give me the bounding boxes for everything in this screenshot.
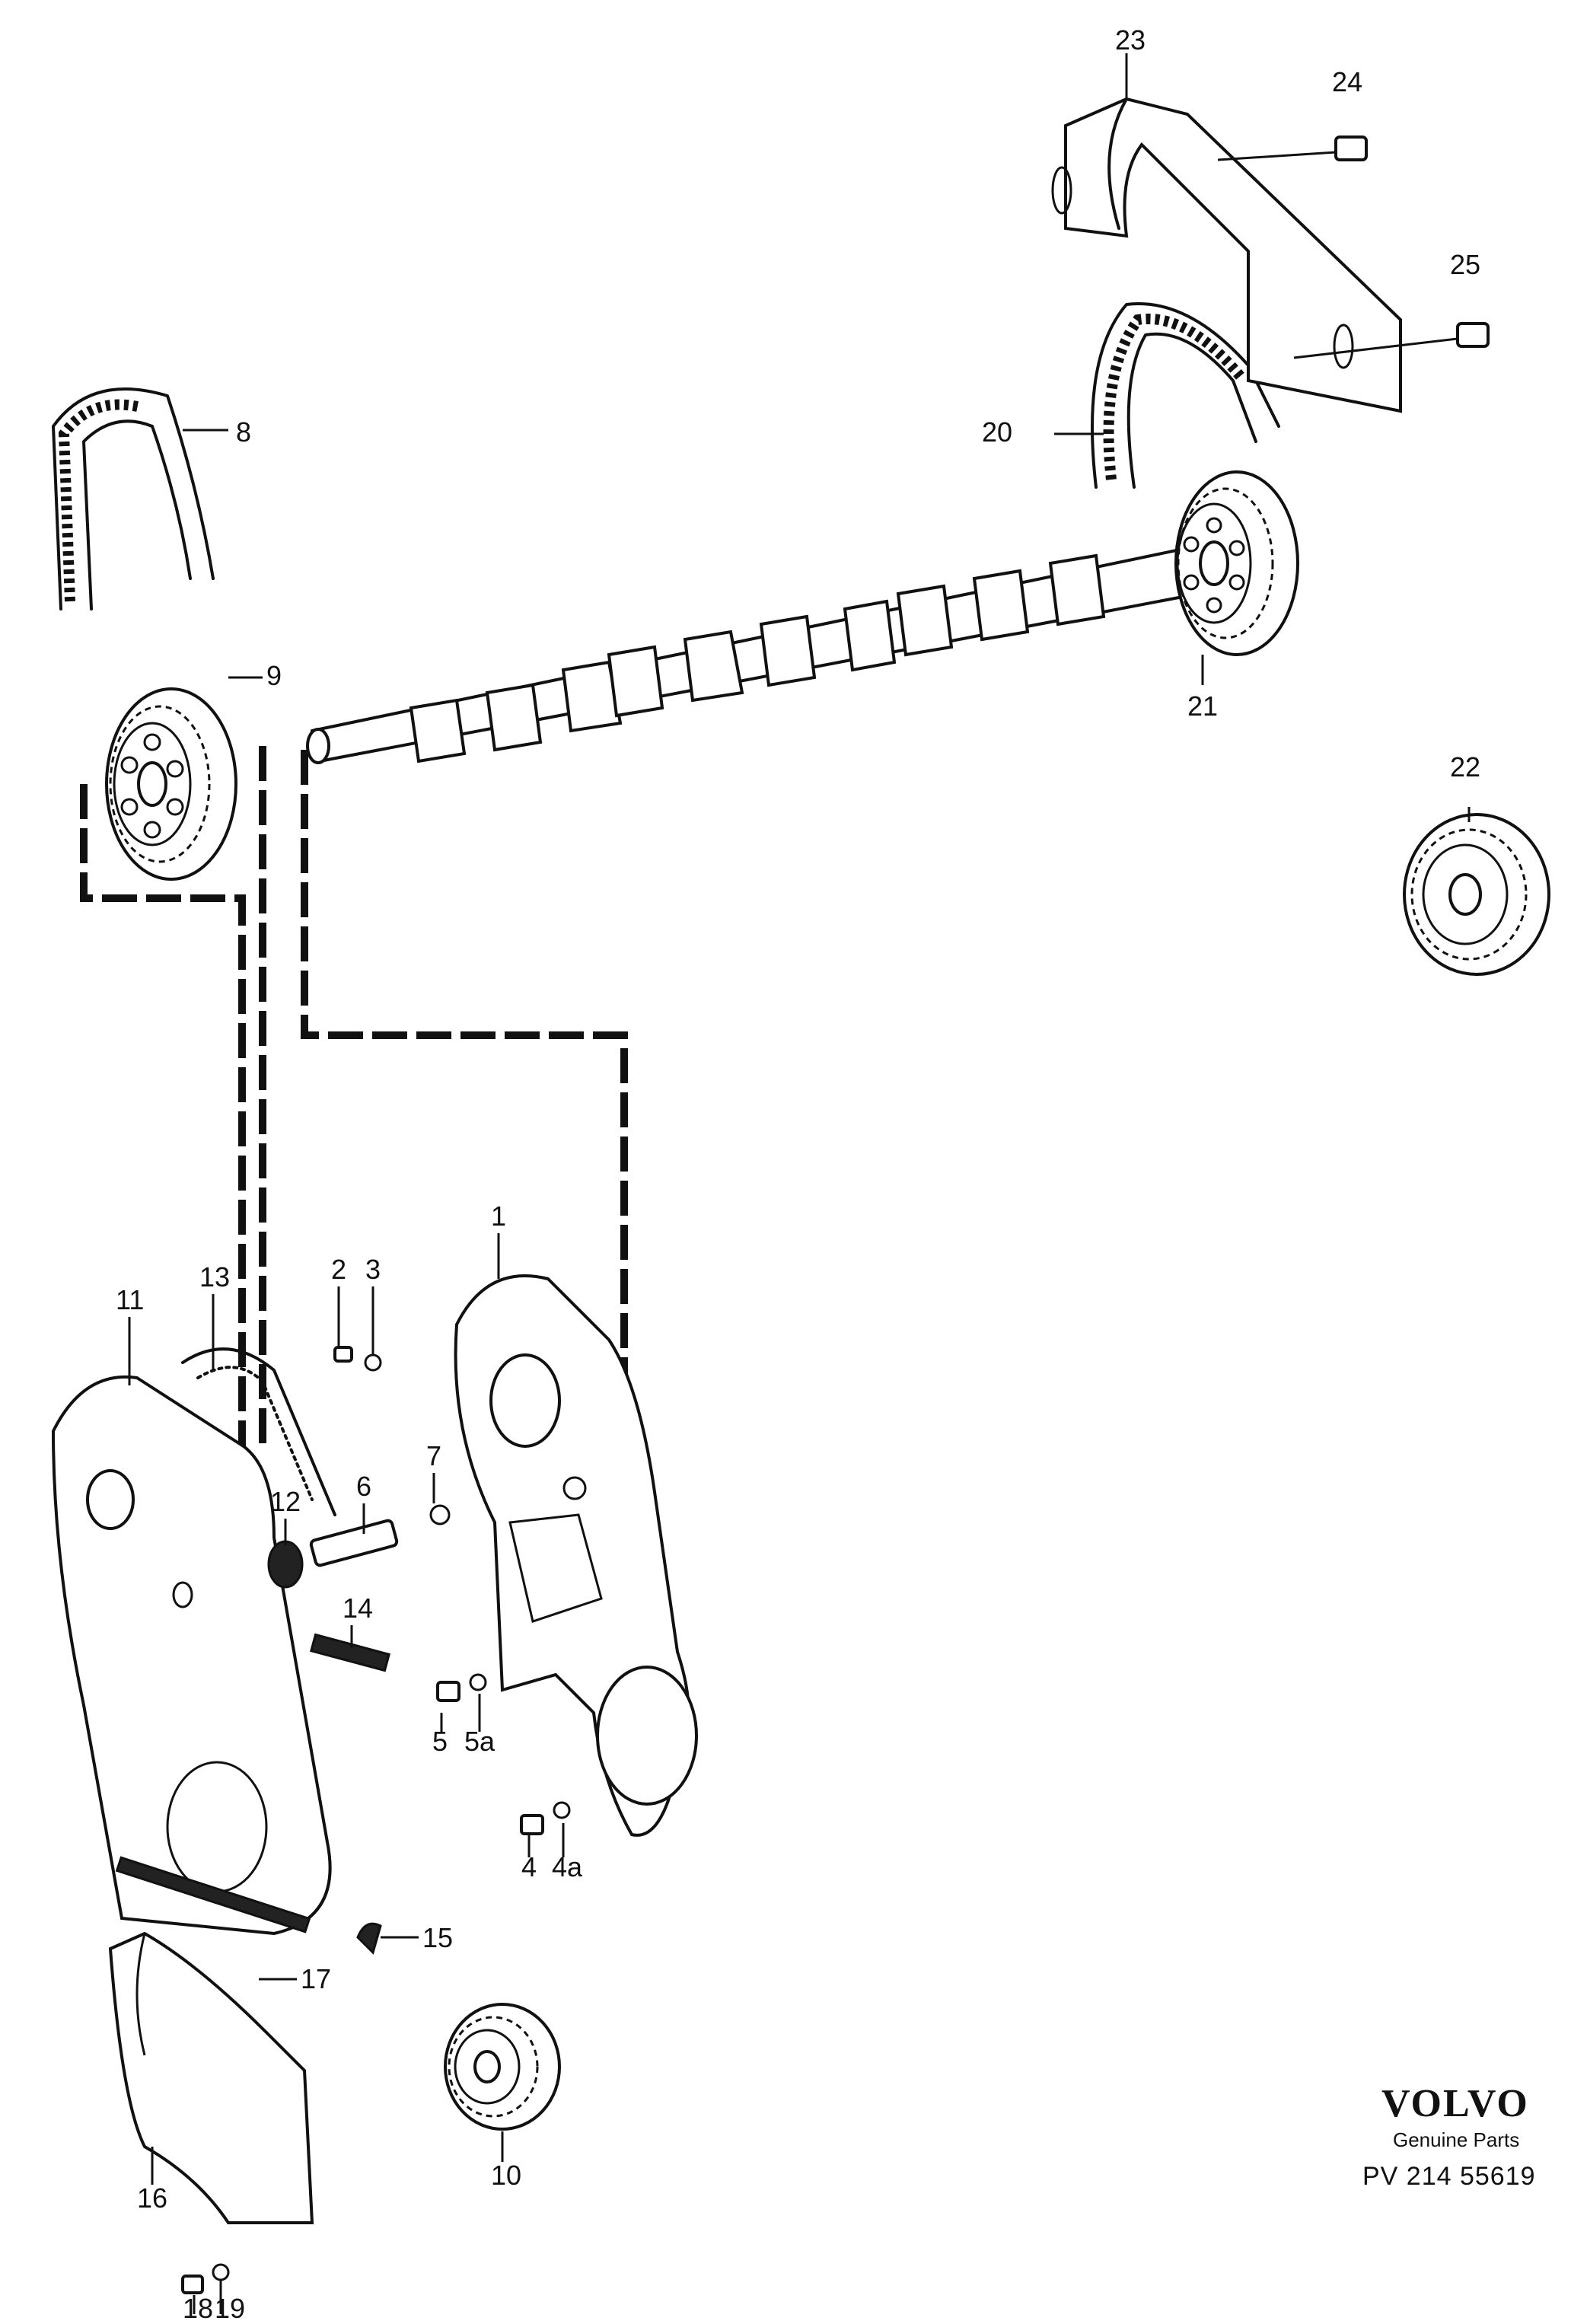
callout-21: 21 [1187, 690, 1218, 722]
camshaft-pulley-left [105, 687, 237, 881]
callout-5a: 5a [464, 1726, 496, 1757]
seal-strip-upper [181, 1347, 336, 1516]
callout-14: 14 [343, 1592, 373, 1624]
callout-16: 16 [137, 2182, 167, 2214]
callout-12: 12 [270, 1486, 301, 1517]
callout-10: 10 [491, 2160, 521, 2191]
assembly-path-lines [80, 746, 628, 1446]
lower-belt-cover [108, 1931, 314, 2224]
brand-logo: VOLVO [1381, 2082, 1529, 2125]
callout-22: 22 [1450, 751, 1480, 783]
callout-7: 7 [426, 1440, 441, 1471]
callout-24: 24 [1332, 66, 1362, 97]
callout-20: 20 [982, 416, 1012, 448]
callout-15: 15 [422, 1922, 453, 1953]
small-fasteners [115, 1346, 571, 2294]
timing-belt-upper-right [1091, 302, 1280, 489]
callout-2: 2 [331, 1254, 346, 1285]
callout-19: 19 [215, 2293, 245, 2320]
brand-tagline: Genuine Parts [1393, 2128, 1519, 2151]
auxiliary-pulley [1403, 813, 1550, 976]
callout-18: 18 [183, 2293, 213, 2320]
callout-5: 5 [432, 1726, 448, 1757]
camshaft [306, 547, 1200, 764]
callout-3: 3 [365, 1254, 381, 1285]
callout-4a: 4a [552, 1851, 583, 1882]
callout-11: 11 [116, 1284, 144, 1315]
upper-belt-cover [1051, 97, 1402, 413]
callout-17: 17 [301, 1963, 331, 1994]
rear-guard-plate [454, 1274, 698, 1837]
front-belt-cover [51, 1375, 332, 1936]
callout-13: 13 [199, 1261, 230, 1293]
callout-8: 8 [236, 416, 251, 448]
timing-belt-upper-left [52, 387, 215, 610]
callout-23: 23 [1115, 24, 1146, 56]
callout-25: 25 [1450, 249, 1480, 280]
callout-4: 4 [521, 1851, 537, 1882]
bracket-bolts [1334, 135, 1490, 348]
crankshaft-pulley [444, 2003, 561, 2131]
volvo-branding: VOLVO Genuine Parts PV 214 55619 [1362, 2082, 1536, 2191]
callout-9: 9 [266, 660, 282, 691]
callout-1: 1 [491, 1200, 506, 1232]
callout-6: 6 [356, 1471, 371, 1502]
leader-lines [128, 53, 1471, 2314]
part-code: PV 214 55619 [1362, 2162, 1536, 2191]
camshaft-pulley-right [1174, 470, 1299, 656]
callout-labels: 23 24 25 20 8 9 21 22 1 2 3 13 11 6 7 12… [116, 24, 1480, 2324]
